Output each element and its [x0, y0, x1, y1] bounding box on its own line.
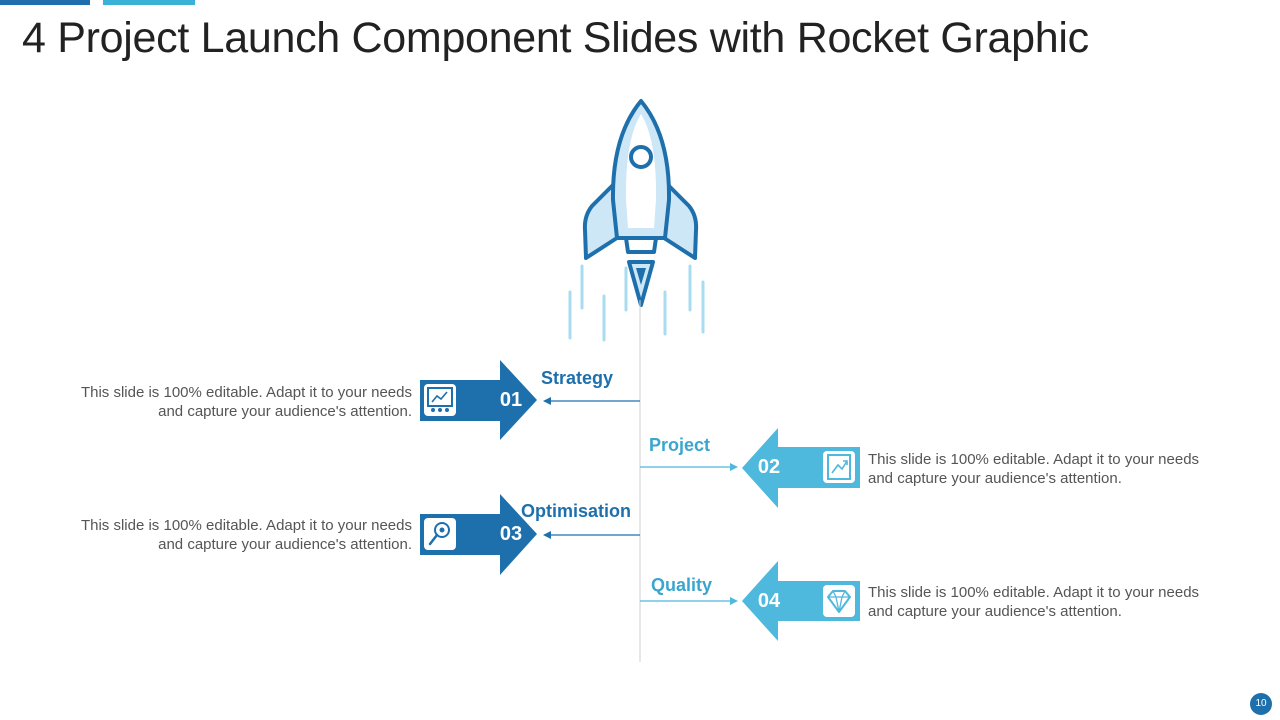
step-02-label: Project	[649, 435, 710, 456]
step-01-description: This slide is 100% editable. Adapt it to…	[57, 383, 412, 421]
connector-04	[640, 597, 738, 605]
rocket-icon	[585, 101, 696, 305]
step-04-number: 04	[749, 590, 789, 613]
strategy-board-icon	[424, 384, 456, 416]
step-02-description: This slide is 100% editable. Adapt it to…	[868, 450, 1223, 488]
step-03-number: 03	[491, 523, 531, 546]
project-plan-icon	[823, 451, 855, 483]
step-04-description: This slide is 100% editable. Adapt it to…	[868, 583, 1223, 621]
step-02-number: 02	[749, 456, 789, 479]
page-number-badge: 10	[1250, 693, 1272, 715]
step-01-label: Strategy	[541, 368, 613, 389]
step-03-label: Optimisation	[521, 501, 631, 522]
optimisation-gear-icon	[424, 518, 456, 550]
step-01-number: 01	[491, 389, 531, 412]
connector-03	[543, 531, 640, 539]
connector-01	[543, 397, 640, 405]
step-04-label: Quality	[651, 575, 712, 596]
diamond-icon	[823, 585, 855, 617]
connector-02	[640, 463, 738, 471]
step-03-description: This slide is 100% editable. Adapt it to…	[57, 516, 412, 554]
